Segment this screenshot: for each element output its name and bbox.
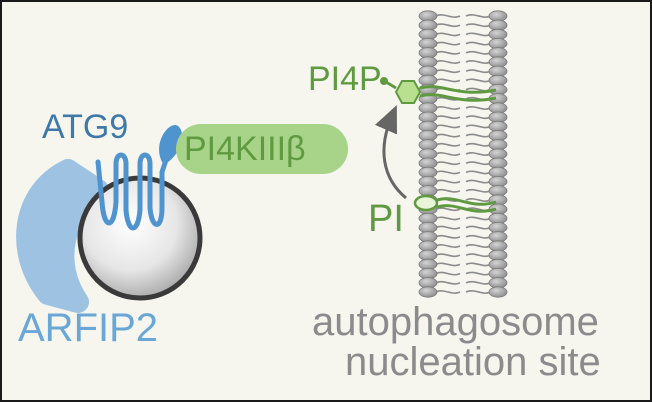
lipid-tail: [465, 179, 491, 184]
lipid-tail: [435, 234, 461, 239]
lipid-tail: [465, 170, 491, 175]
nucleation-site-label-line1: autophagosome: [312, 300, 599, 344]
lipid-tail: [465, 14, 491, 18]
pi-label: PI: [368, 198, 404, 240]
lipid-tail: [465, 234, 491, 239]
lipid-tail: [465, 161, 491, 166]
lipid-tail: [435, 50, 461, 55]
lipid-tail: [465, 280, 491, 285]
lipid-head: [418, 286, 438, 298]
lipid-tail: [465, 23, 491, 28]
lipid-tail: [465, 124, 491, 129]
lipid-tail: [465, 244, 491, 248]
lipid-tail: [435, 115, 461, 120]
lipid-tail: [435, 142, 461, 147]
lipid-tail: [435, 14, 461, 18]
lipid-tail: [435, 207, 461, 212]
lipid-tail: [435, 170, 461, 175]
arfip2-label: ARFIP2: [18, 306, 159, 350]
lipid-tail: [435, 271, 461, 276]
lipid-tail: [435, 280, 461, 285]
lipid-tail: [435, 60, 461, 64]
lipid-tail: [465, 41, 491, 46]
lipid-tail: [435, 290, 461, 294]
lipid-tail: [465, 106, 491, 110]
lipid-tail: [435, 225, 461, 230]
conversion-arrow: [374, 105, 407, 200]
arfip2-protein: [16, 159, 109, 313]
lipid-bilayer: [418, 10, 508, 298]
lipid-tail: [435, 161, 461, 166]
lipid-tail: [465, 50, 491, 55]
lipid-tail: [435, 253, 461, 258]
lipid-tail: [465, 60, 491, 64]
lipid-tail: [465, 271, 491, 276]
lipid-tail: [465, 225, 491, 230]
lipid-tail: [435, 69, 461, 74]
lipid-tail: [465, 188, 491, 193]
lipid-tail: [435, 152, 461, 156]
lipid-tail: [465, 152, 491, 156]
lipid-tail: [465, 253, 491, 258]
lipid-tail: [435, 32, 461, 37]
pi4p-label: PI4P: [308, 60, 382, 98]
lipid-tail: [465, 198, 491, 202]
atg9-protein: [95, 152, 169, 231]
lipid-head: [488, 286, 508, 298]
pi-lipid: [413, 194, 497, 213]
pi4k-protein: [176, 124, 348, 174]
lipid-tail: [435, 78, 461, 83]
lipid-tail: [435, 188, 461, 193]
lipid-tail: [465, 69, 491, 74]
lipid-tail: [435, 179, 461, 184]
lipid-tail: [465, 290, 491, 294]
nucleation-site-label-line2: nucleation site: [345, 340, 601, 384]
lipid-tail: [435, 41, 461, 46]
lipid-tail: [435, 124, 461, 129]
atg9-label: ATG9: [42, 108, 129, 146]
lipid-tail: [435, 262, 461, 267]
lipid-tail: [465, 262, 491, 267]
lipid-tail: [465, 133, 491, 138]
pi4p-lipid: [380, 77, 497, 104]
lipid-tail: [435, 216, 461, 221]
lipid-tail: [465, 216, 491, 221]
lipid-tail: [435, 106, 461, 110]
lipid-tail: [435, 133, 461, 138]
pi4k-label: PI4KIIIβ: [184, 130, 306, 168]
lipid-tail: [435, 23, 461, 28]
lipid-tail: [465, 115, 491, 120]
lipid-tail: [465, 142, 491, 147]
lipid-tail: [465, 78, 491, 83]
lipid-tail: [465, 32, 491, 37]
lipid-tail: [435, 244, 461, 248]
